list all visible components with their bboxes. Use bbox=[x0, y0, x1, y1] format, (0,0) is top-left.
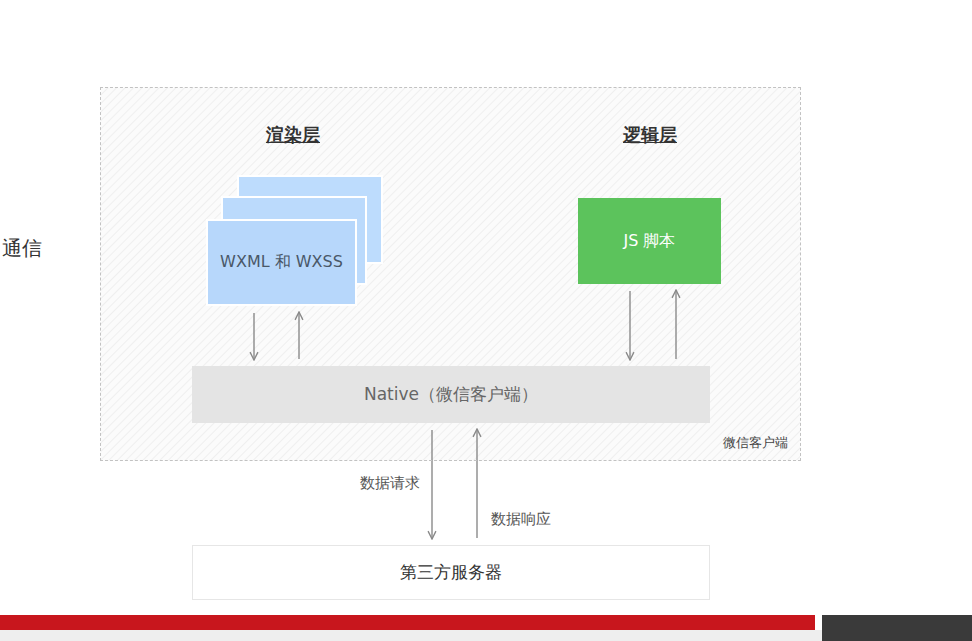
flow-arrow bbox=[675, 290, 676, 359]
edge-label: 数据响应 bbox=[489, 510, 553, 529]
flow-arrow bbox=[253, 313, 254, 360]
server-box: 第三方服务器 bbox=[192, 545, 710, 600]
native-bar: Native（微信客户端） bbox=[192, 366, 710, 423]
node-text: 微信客户端 bbox=[723, 434, 788, 452]
edge-label: 数据请求 bbox=[358, 474, 422, 493]
node-text: 第三方服务器 bbox=[400, 561, 502, 584]
cut-off-caption: 通信 bbox=[2, 235, 42, 262]
node-text: WXML 和 WXSS bbox=[220, 252, 343, 273]
layer-heading: 逻辑层 bbox=[623, 123, 677, 147]
node-text: JS 脚本 bbox=[624, 231, 676, 252]
video-thumbnail bbox=[822, 615, 972, 641]
flow-arrow bbox=[629, 291, 630, 360]
hatched-region bbox=[101, 88, 801, 461]
flow-arrow bbox=[431, 430, 432, 539]
node-text: Native（微信客户端） bbox=[364, 383, 538, 406]
layer-heading: 渲染层 bbox=[266, 123, 320, 147]
flow-arrow bbox=[476, 429, 477, 538]
flow-arrow bbox=[298, 312, 299, 359]
progress-bar bbox=[0, 615, 815, 630]
client-region: 微信客户端 WXML 和 WXSS JS 脚本 Native（微信客户端） bbox=[100, 87, 801, 461]
script-box: JS 脚本 bbox=[578, 198, 721, 284]
render-box: WXML 和 WXSS bbox=[206, 219, 357, 306]
